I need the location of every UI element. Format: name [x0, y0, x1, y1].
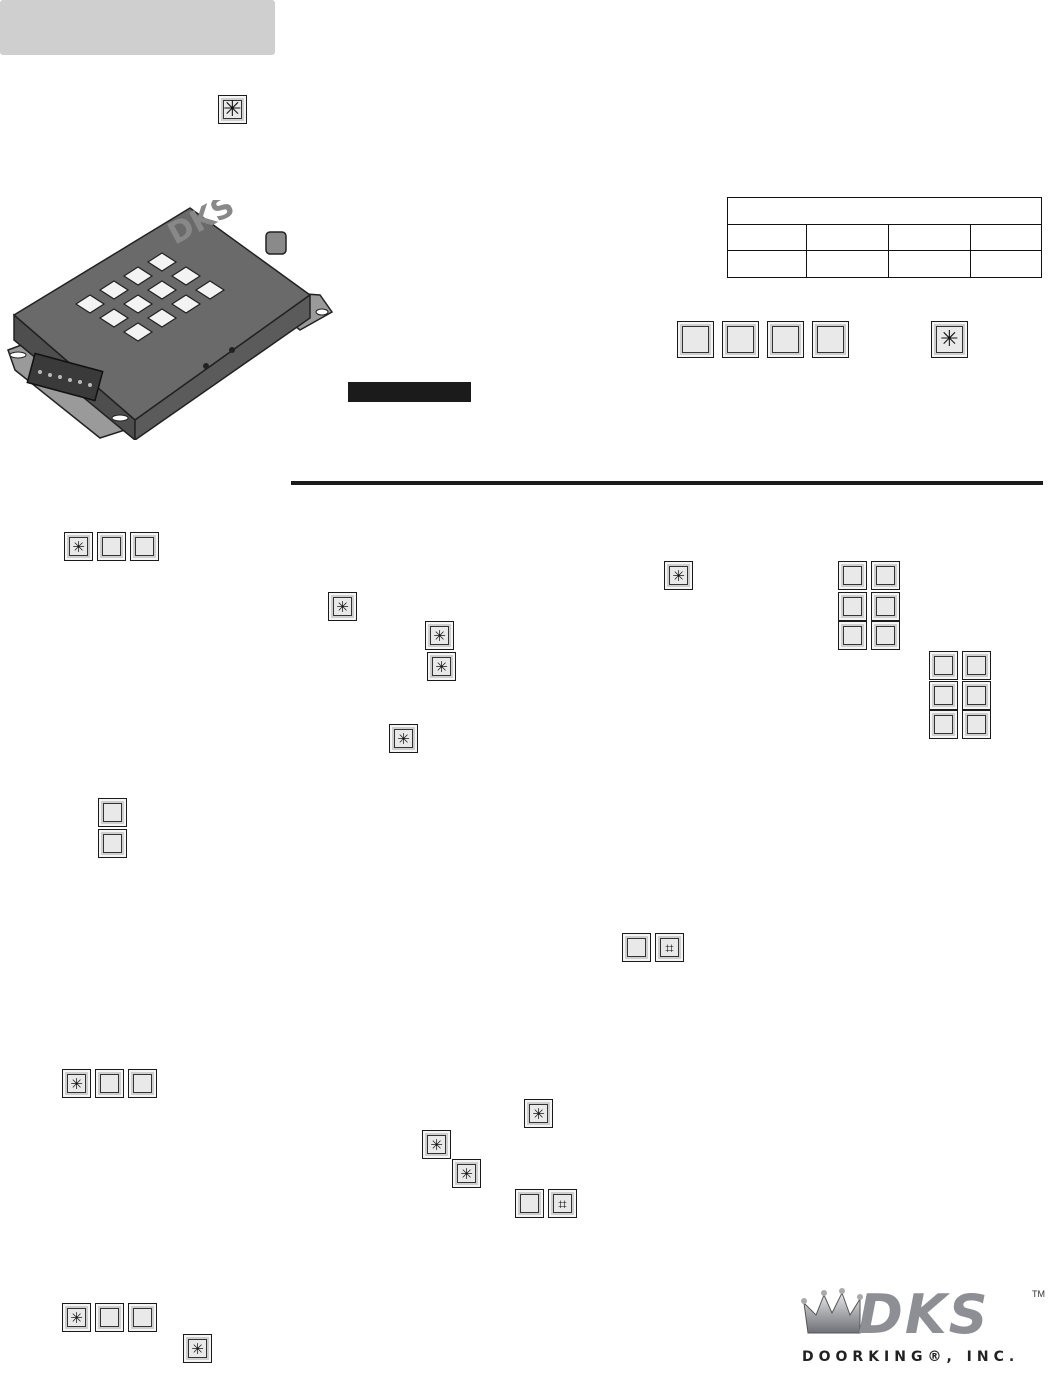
blank-key — [871, 592, 900, 621]
blank-key — [871, 561, 900, 590]
logo-wordmark: DKS — [858, 1283, 990, 1346]
star-key: ✳ — [427, 652, 456, 681]
header-block — [0, 0, 275, 55]
star-key: ✳ — [931, 321, 968, 358]
logo-tagline: DOORKING®, INC. — [802, 1349, 1020, 1365]
doorking-logo: DKS TM DOORKING®, INC. — [800, 1285, 1050, 1370]
blank-key — [95, 1303, 124, 1332]
blank-key — [838, 621, 867, 650]
hash-key: ⌗ — [655, 933, 684, 962]
blank-key — [838, 592, 867, 621]
blank-key — [677, 321, 714, 358]
logo-trademark: TM — [1032, 1289, 1045, 1299]
blank-key — [622, 933, 651, 962]
star-key: ✳ — [452, 1159, 481, 1188]
blank-key — [962, 710, 991, 739]
star-key: ✳ — [64, 532, 93, 561]
star-key: ✳ — [422, 1130, 451, 1159]
blank-key — [962, 681, 991, 710]
hash-key: ⌗ — [548, 1189, 577, 1218]
star-key: ✳ — [664, 561, 693, 590]
blank-key — [929, 681, 958, 710]
blank-key — [95, 1069, 124, 1098]
star-key: ✳ — [62, 1069, 91, 1098]
blank-key — [128, 1303, 157, 1332]
crown-icon — [801, 1288, 863, 1334]
star-key: ✳ — [62, 1303, 91, 1332]
star-key: ✳ — [389, 724, 418, 753]
blank-key — [767, 321, 804, 358]
blank-key — [515, 1189, 544, 1218]
star-key: ✳ — [524, 1099, 553, 1128]
keypad-device-illustration: DKS — [7, 200, 334, 440]
warning-bar — [348, 382, 471, 402]
blank-key — [97, 532, 126, 561]
blank-key — [812, 321, 849, 358]
star-key: ✳ — [183, 1334, 212, 1363]
blank-key — [929, 651, 958, 680]
star-key: ✳ — [425, 621, 454, 650]
blank-key — [962, 651, 991, 680]
code-table — [727, 197, 1042, 278]
blank-key — [128, 1069, 157, 1098]
star-key: ✳ — [218, 95, 247, 124]
table-header-cell — [727, 197, 1042, 225]
blank-key — [98, 798, 127, 827]
blank-key — [838, 561, 867, 590]
blank-key — [929, 710, 958, 739]
blank-key — [98, 829, 127, 858]
blank-key — [871, 621, 900, 650]
star-key: ✳ — [328, 592, 357, 621]
blank-key — [130, 532, 159, 561]
blank-key — [722, 321, 759, 358]
section-divider — [291, 481, 1043, 485]
